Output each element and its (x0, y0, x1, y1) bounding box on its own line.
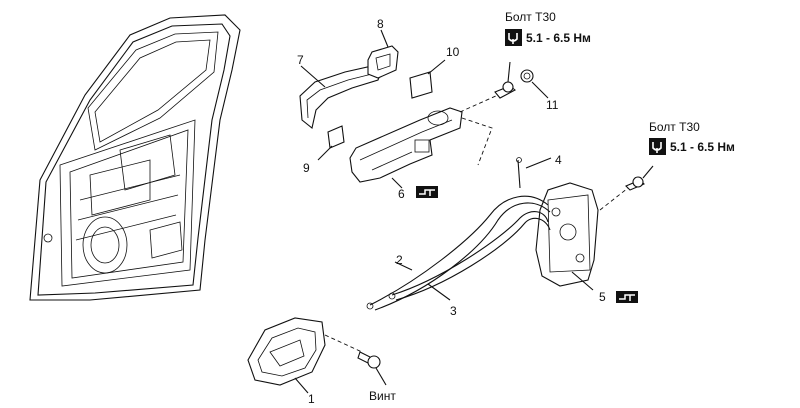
screw-label: Винт (369, 389, 396, 403)
gasket-rear (317, 125, 345, 161)
grease-icon (416, 186, 438, 198)
outside-handle (299, 65, 383, 129)
bolt-label-top: Болт Т30 (505, 10, 556, 24)
handle-escutcheon (367, 29, 399, 79)
bolt-t30-top (459, 61, 516, 113)
callout-8: 8 (377, 17, 384, 31)
callout-3: 3 (450, 304, 457, 318)
callout-10: 10 (446, 45, 460, 59)
bolt-label-right: Болт Т30 (649, 120, 700, 134)
rod-link (461, 117, 552, 189)
callout-9: 9 (303, 161, 310, 175)
torque-value-right: 5.1 - 6.5 Нм (670, 140, 735, 154)
callout-6: 6 (398, 187, 405, 201)
torque-spec-right: Болт Т30 5.1 - 6.5 Нм (649, 120, 735, 155)
door-lock-actuator (535, 165, 654, 291)
callout-1: 1 (308, 392, 315, 406)
cables (366, 195, 551, 311)
inside-handle (247, 317, 363, 394)
rear-door-illustration (29, 14, 241, 301)
torque-value-top: 5.1 - 6.5 Нм (526, 31, 591, 45)
callout-2: 2 (396, 253, 403, 267)
callout-4: 4 (555, 153, 562, 167)
screw (357, 351, 387, 386)
torque-wrench-icon (505, 29, 522, 46)
handle-bracket (349, 107, 463, 189)
gasket-front (409, 59, 446, 99)
torque-spec-top: Болт Т30 5.1 - 6.5 Нм (505, 10, 591, 46)
torque-wrench-icon (649, 138, 666, 155)
grommet (520, 69, 549, 99)
grease-icon (616, 291, 638, 303)
callout-11: 11 (546, 98, 559, 112)
callout-7: 7 (297, 53, 304, 67)
callout-5: 5 (599, 290, 606, 304)
